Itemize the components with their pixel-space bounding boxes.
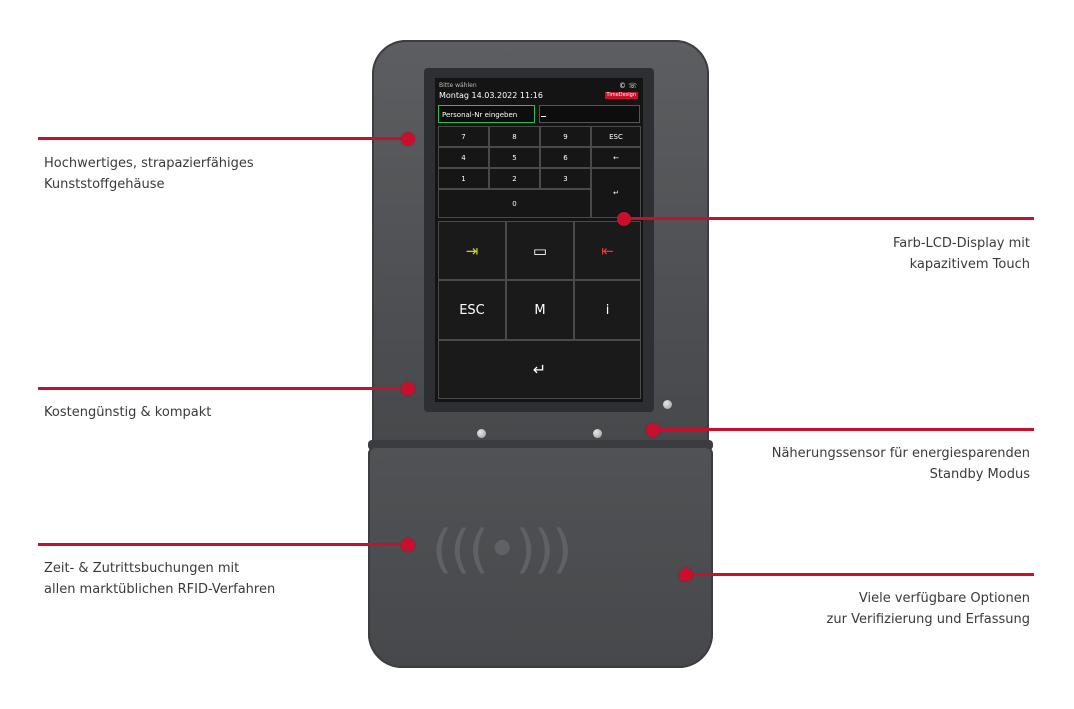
rfid-icon: (((•))) — [432, 520, 572, 580]
callout-sensor-line1: Näherungssensor für energiesparenden — [771, 446, 1030, 461]
terminal-ledge — [368, 440, 713, 450]
personnel-number-value[interactable] — [539, 105, 640, 123]
key-5[interactable]: 5 — [489, 147, 540, 168]
key-7[interactable]: 7 — [438, 126, 489, 147]
key-4[interactable]: 4 — [438, 147, 489, 168]
callout-compact: Kostengünstig & kompakt — [44, 402, 211, 423]
key-1[interactable]: 1 — [438, 168, 489, 189]
callout-line-display — [624, 217, 1034, 220]
status-led-left — [477, 429, 486, 438]
m-button[interactable]: M — [506, 280, 574, 340]
briefcase-icon: ▭ — [532, 241, 548, 260]
info-button[interactable]: i — [574, 280, 641, 340]
callout-compact-line1: Kostengünstig & kompakt — [44, 405, 212, 420]
key-esc[interactable]: ESC — [591, 126, 641, 147]
proximity-sensor — [663, 400, 672, 409]
callout-housing-line1: Hochwertiges, strapazierfähiges — [44, 156, 254, 171]
callout-dot-options — [679, 568, 693, 582]
brand-logo: TimeDesign — [604, 92, 638, 99]
key-9[interactable]: 9 — [540, 126, 591, 147]
callout-dot-housing — [401, 132, 415, 146]
callout-options-line1: Viele verfügbare Optionen — [858, 591, 1030, 606]
callout-sensor-line2: Standby Modus — [929, 467, 1030, 482]
callout-rfid: Zeit- & Zutrittsbuchungen mit allen mark… — [44, 558, 275, 600]
come-icon: ⇥ — [465, 241, 479, 260]
screen-status-bar: Bitte wählen © ☏ — [439, 82, 639, 90]
callout-dot-display — [617, 212, 631, 226]
callout-display-line2: kapazitivem Touch — [909, 257, 1030, 272]
go-icon: ⇤ — [601, 241, 614, 260]
callout-options: Viele verfügbare Optionen zur Verifizier… — [827, 588, 1030, 630]
callout-line-options — [686, 573, 1034, 576]
callout-sensor: Näherungssensor für energiesparenden Sta… — [772, 443, 1030, 485]
callout-display: Farb-LCD-Display mit kapazitivem Touch — [893, 233, 1030, 275]
callout-line-rfid — [38, 543, 408, 546]
callout-display-line1: Farb-LCD-Display mit — [893, 236, 1030, 251]
callout-rfid-line1: Zeit- & Zutrittsbuchungen mit — [44, 561, 240, 576]
confirm-button[interactable]: ↵ — [438, 340, 641, 399]
callout-housing: Hochwertiges, strapazierfähiges Kunststo… — [44, 153, 254, 195]
callout-line-sensor — [653, 428, 1034, 431]
date-time-bar: Montag 14.03.2022 11:16 TimeDesign — [439, 91, 639, 101]
esc-button[interactable]: ESC — [438, 280, 506, 340]
callout-dot-rfid — [401, 538, 415, 552]
date-time: Montag 14.03.2022 11:16 — [439, 91, 543, 100]
business-trip-button[interactable]: ▭ — [506, 221, 574, 280]
status-text: Bitte wählen — [439, 82, 477, 89]
key-backspace[interactable]: ← — [591, 147, 641, 168]
rfid-reader-base — [368, 446, 713, 668]
status-led-right — [593, 429, 602, 438]
callout-line-housing — [38, 137, 408, 140]
key-6[interactable]: 6 — [540, 147, 591, 168]
key-3[interactable]: 3 — [540, 168, 591, 189]
go-button[interactable]: ⇤ — [574, 221, 641, 280]
callout-line-compact — [38, 387, 408, 390]
key-8[interactable]: 8 — [489, 126, 540, 147]
callout-dot-sensor — [646, 423, 660, 437]
key-0[interactable]: 0 — [438, 189, 591, 218]
key-enter[interactable]: ↵ — [591, 168, 641, 218]
personnel-number-input[interactable]: Personal-Nr eingeben — [438, 105, 535, 123]
come-button[interactable]: ⇥ — [438, 221, 506, 280]
callout-housing-line2: Kunststoffgehäuse — [44, 177, 165, 192]
status-icons: © ☏ — [619, 82, 637, 90]
key-2[interactable]: 2 — [489, 168, 540, 189]
callout-options-line2: zur Verifizierung und Erfassung — [826, 612, 1030, 627]
callout-dot-compact — [401, 382, 415, 396]
enter-icon: ↵ — [532, 360, 547, 379]
callout-rfid-line2: allen marktüblichen RFID-Verfahren — [44, 582, 276, 597]
text-cursor — [541, 116, 546, 117]
